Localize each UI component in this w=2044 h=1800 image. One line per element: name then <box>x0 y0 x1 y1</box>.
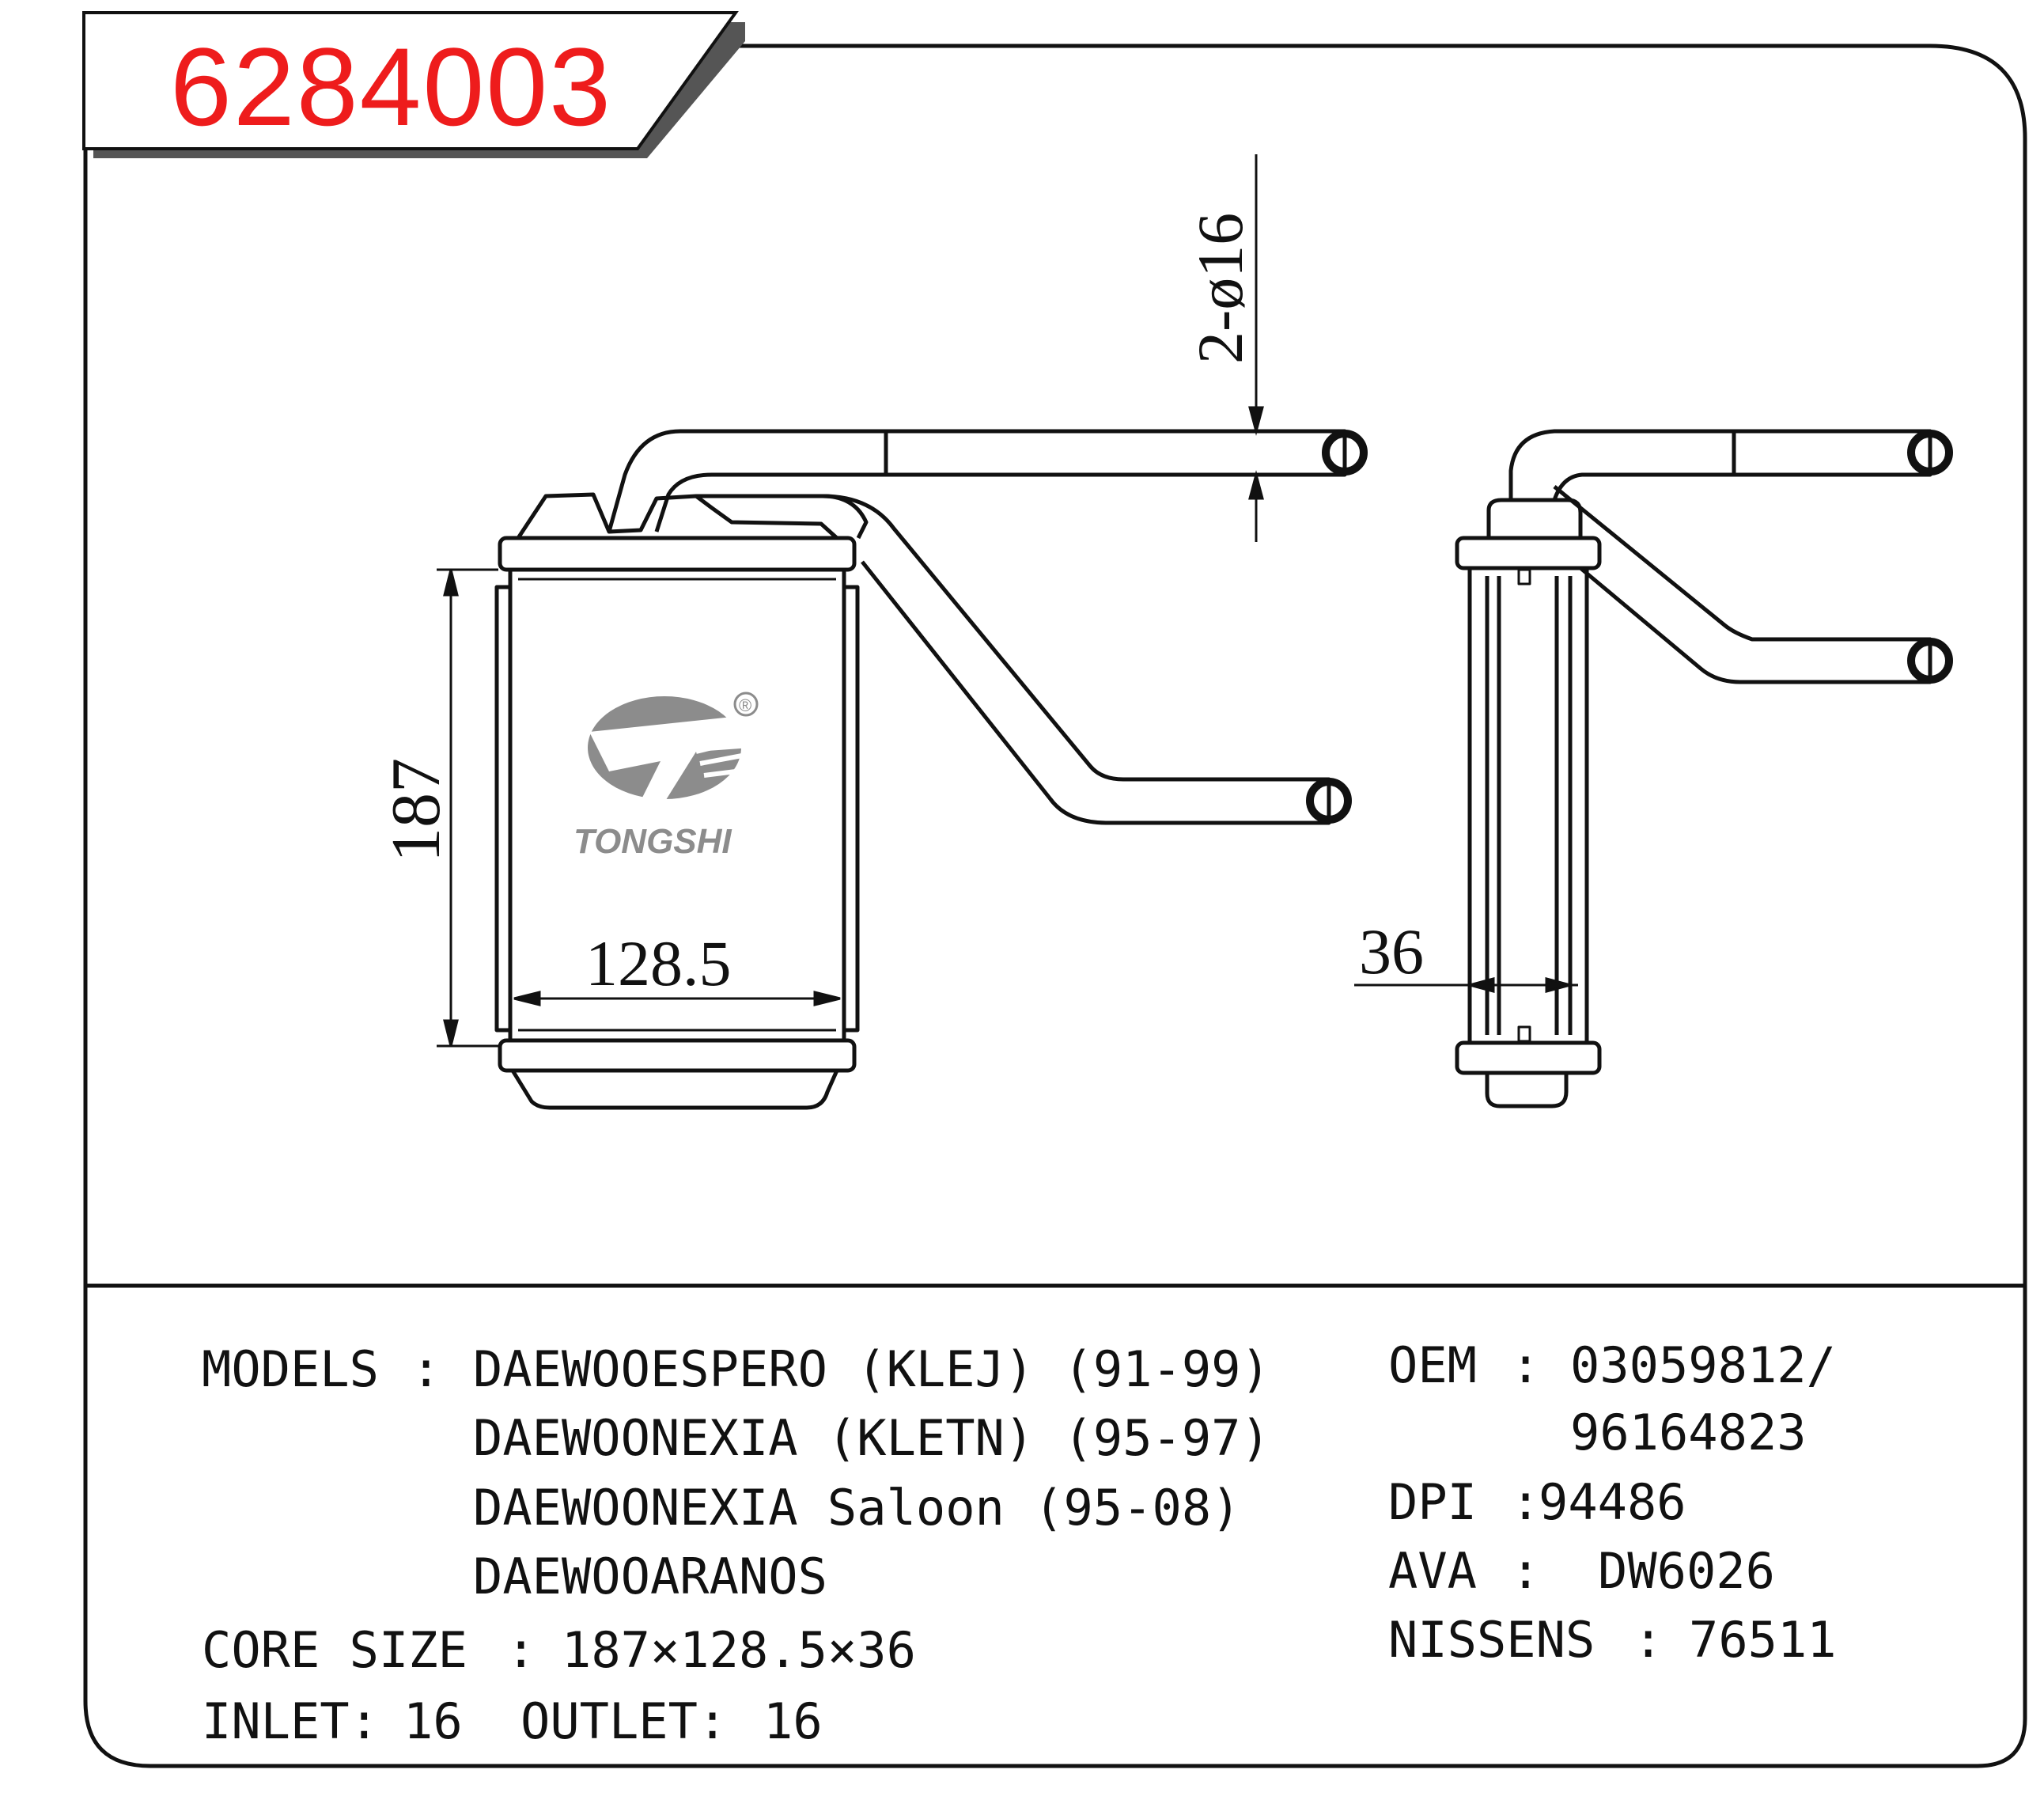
depth-label: 36 <box>1359 915 1424 987</box>
ava-value: DW6026 <box>1598 1542 1775 1600</box>
outlet-value: 16 <box>763 1692 823 1750</box>
side-top-header <box>1455 536 1602 570</box>
front-lower-pipe-end <box>1306 778 1352 824</box>
model-line: DAEWOOARANOS <box>473 1548 827 1605</box>
model-line: DAEWOONEXIA (KLETN) (95-97) <box>473 1409 1270 1467</box>
front-top-header <box>498 536 857 572</box>
ava-label: AVA <box>1388 1542 1477 1600</box>
models-separator: : <box>411 1340 441 1398</box>
height-dimension <box>437 568 498 1048</box>
registered-mark: ® <box>739 695 751 715</box>
model-line: DAEWOONEXIA Saloon (95-08) <box>473 1479 1241 1537</box>
depth-dimension <box>1354 977 1578 993</box>
nissens-label: NISSENS <box>1388 1611 1595 1669</box>
height-label: 187 <box>378 758 455 862</box>
side-lower-pipe <box>1553 485 1932 684</box>
front-upper-pipe-end <box>1322 430 1368 476</box>
models-label: MODELS <box>202 1340 379 1398</box>
side-bottom-header <box>1455 1040 1602 1075</box>
outlet-label: OUTLET: <box>520 1692 728 1750</box>
inlet-value: 16 <box>403 1692 463 1750</box>
core-size-label: CORE SIZE <box>202 1621 467 1679</box>
sheet-frame <box>83 44 2027 1768</box>
dpi-value: 94486 <box>1539 1473 1686 1531</box>
front-bottom-tank <box>510 1069 839 1110</box>
inlet-label: INLET: <box>202 1692 379 1750</box>
core-size-value: 187×128.5×36 <box>562 1621 916 1679</box>
front-top-tank <box>516 492 839 540</box>
oem-label: OEM <box>1388 1336 1477 1394</box>
side-upper-pipe-end <box>1907 430 1953 476</box>
tongshi-logo: ® TONGSHI <box>573 692 759 861</box>
front-side-plate-left <box>494 585 513 1033</box>
width-label: 128.5 <box>585 927 732 999</box>
width-dimension <box>513 991 841 1006</box>
side-view <box>1455 429 1953 1108</box>
side-top-tank <box>1486 498 1583 538</box>
brand-name: TONGSHI <box>573 822 732 861</box>
front-upper-pipe <box>607 429 1347 532</box>
front-view <box>494 429 1368 1110</box>
pipe-diameter-dimension <box>1248 154 1264 542</box>
ava-separator: : <box>1511 1542 1541 1600</box>
front-bottom-header <box>498 1038 857 1073</box>
model-line: DAEWOOESPERO (KLEJ) (91-99) <box>473 1340 1270 1398</box>
pipe-diameter-label: 2-ø16 <box>1184 213 1256 364</box>
side-upper-pipe <box>1508 429 1932 501</box>
front-side-plate-right <box>842 585 860 1033</box>
nissens-separator: : <box>1633 1611 1664 1669</box>
side-bottom-tank <box>1485 1073 1569 1108</box>
core-size-separator: : <box>506 1621 536 1679</box>
nissens-value: 76511 <box>1689 1611 1837 1669</box>
dpi-separator: : <box>1511 1473 1541 1531</box>
dpi-label: DPI <box>1388 1473 1477 1531</box>
oem-value: 96164823 <box>1570 1404 1807 1461</box>
part-number-banner <box>82 11 745 158</box>
oem-value: 03059812/ <box>1570 1336 1836 1394</box>
oem-separator: : <box>1511 1336 1541 1394</box>
side-lower-pipe-end <box>1907 638 1953 684</box>
part-number: 6284003 <box>170 25 613 149</box>
